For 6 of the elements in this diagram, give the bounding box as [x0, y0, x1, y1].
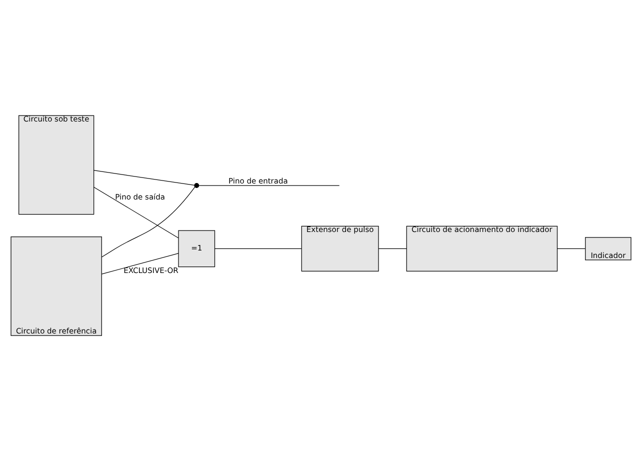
node-circle: [194, 182, 200, 188]
connector: [94, 170, 195, 186]
connector: [101, 186, 196, 257]
connector: [101, 252, 179, 274]
connector: [198, 184, 340, 186]
connector: [94, 186, 179, 238]
